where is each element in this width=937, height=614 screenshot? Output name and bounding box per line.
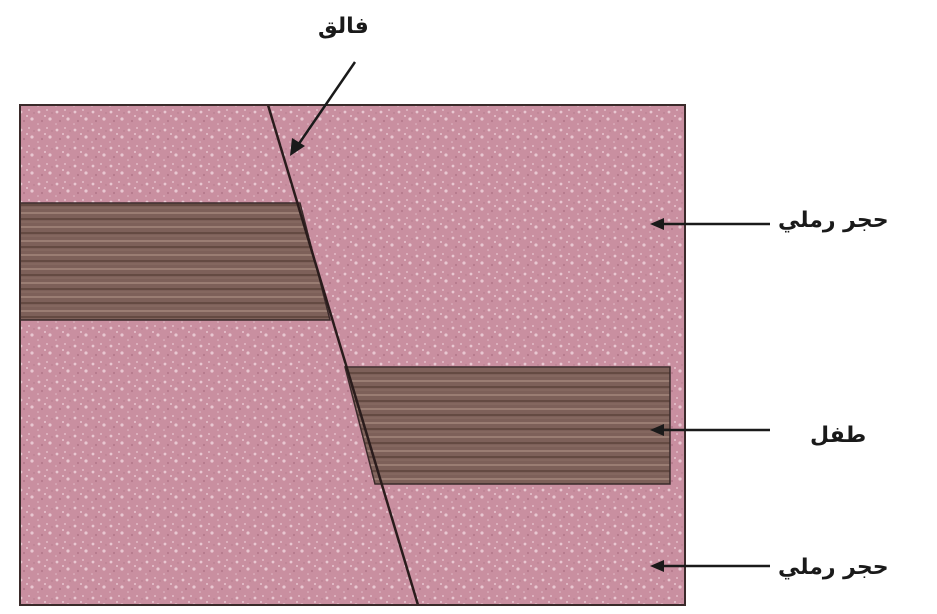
fault-label: فالق [318,14,369,39]
shale-layer-left [20,203,330,320]
shale-label: طفل [810,423,866,448]
sandstone-top-label: حجر رملي [778,208,889,233]
sandstone-bottom-label: حجر رملي [778,555,889,580]
sandstone-block [20,105,685,605]
shale-layer-right [345,367,670,484]
